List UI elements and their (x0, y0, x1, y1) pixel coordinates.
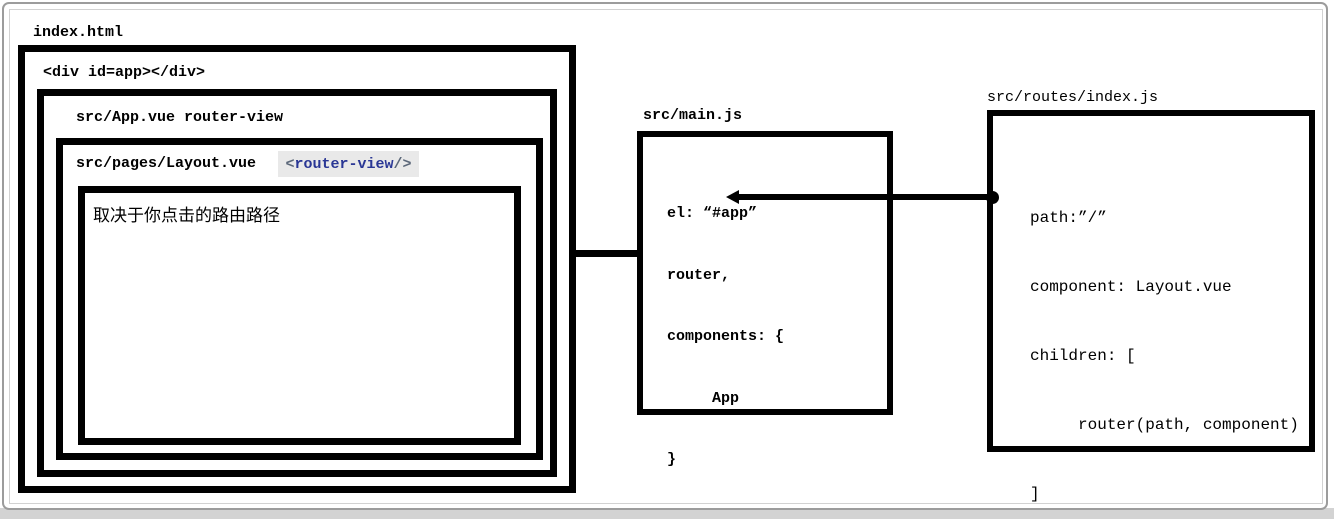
file-label-main-js: src/main.js (643, 107, 743, 124)
box-layout-content (78, 186, 521, 445)
box-div-app (37, 89, 557, 477)
code-line: } (667, 451, 677, 468)
box-app-vue (56, 138, 543, 460)
code-line: router, (667, 266, 731, 284)
route-content-hint: 取决于你点击的路由路径 (93, 206, 280, 226)
code-line: components: { (667, 328, 785, 345)
code-line: router(path, component) (1030, 416, 1299, 434)
connector-index-to-main (571, 250, 642, 257)
badge-close-bracket: /> (393, 155, 412, 173)
box-routes-js (987, 110, 1315, 452)
code-div-app: <div id=app></div> (43, 64, 206, 81)
file-label-layout-vue: src/pages/Layout.vue (76, 155, 257, 172)
router-view-badge: <router-view/> (278, 151, 419, 177)
main-js-code: el: “#app” router, components: { App } (667, 163, 784, 512)
window-bottom-strip (0, 508, 1334, 519)
window-frame-outer (2, 2, 1328, 510)
box-index-html (18, 45, 576, 493)
routes-js-code: path:”/” component: Layout.vue children:… (1030, 161, 1299, 519)
file-label-app-vue: src/App.vue router-view (76, 109, 284, 126)
code-line: ] (1030, 485, 1040, 503)
connector-router-to-routes (734, 194, 993, 200)
code-line: App (667, 389, 740, 407)
arrowhead-left-icon (726, 190, 739, 204)
badge-tag-name: router-view (294, 155, 394, 173)
box-main-js (637, 131, 893, 415)
connector-endpoint-dot (986, 191, 999, 204)
code-line: el: “#app” (667, 205, 758, 222)
badge-open-bracket: < (285, 155, 295, 173)
window-frame-inner (9, 9, 1323, 504)
code-line: path:”/” (1030, 209, 1107, 227)
code-line: component: Layout.vue (1030, 278, 1232, 296)
file-label-index-html: index.html (33, 24, 124, 41)
code-line: children: [ (1030, 347, 1136, 365)
file-label-routes-index-js: src/routes/index.js (987, 89, 1159, 106)
